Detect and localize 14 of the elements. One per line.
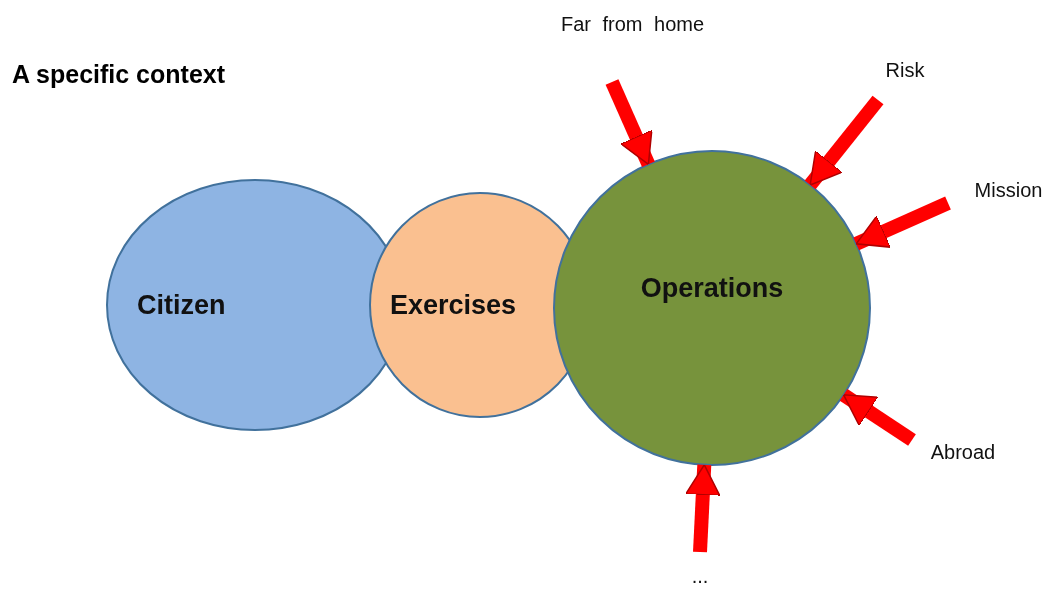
circle-label: Citizen (137, 289, 226, 321)
arrow (685, 464, 721, 553)
arrow-label: Abroad (930, 440, 996, 464)
arrow (839, 389, 916, 446)
arrow-label: Far from home (560, 12, 705, 36)
arrow (605, 79, 655, 168)
arrow (853, 196, 951, 251)
arrow-label: Risk (885, 58, 925, 82)
title: A specific context (12, 60, 226, 89)
circle-label: Exercises (390, 289, 517, 321)
arrow-label: ... (691, 564, 709, 588)
arrow (804, 95, 884, 190)
circle-label: Operations (640, 272, 784, 304)
arrow-label: Mission (974, 178, 1043, 202)
